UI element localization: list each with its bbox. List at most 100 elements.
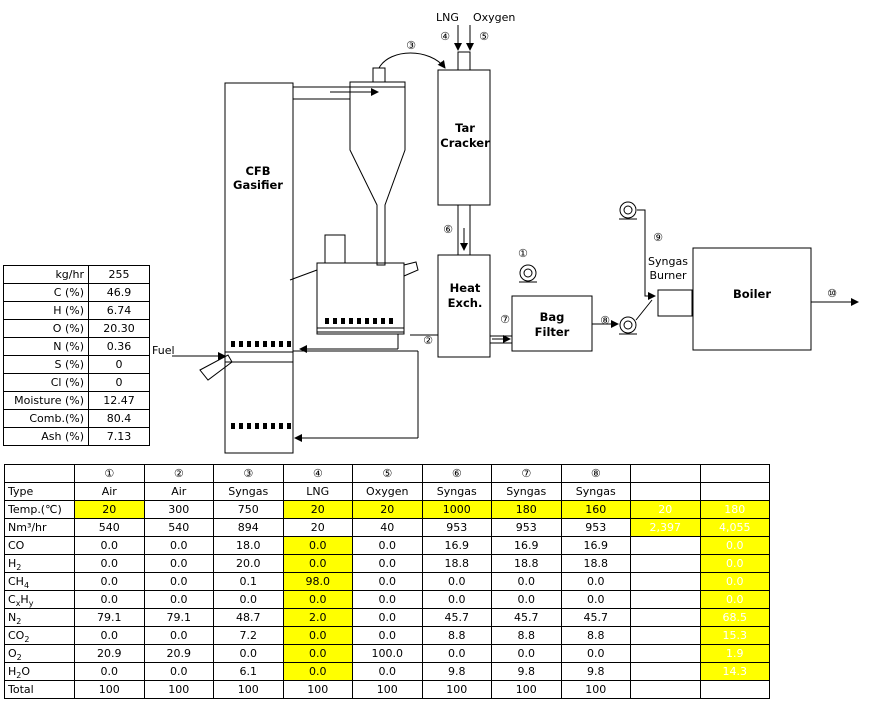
stream-value-cell: 9.8 (491, 662, 562, 681)
stream-column-header: ① (74, 464, 145, 483)
cfb-gasifier (224, 82, 294, 454)
stream-value-cell: 300 (143, 500, 214, 519)
stream-value-cell: 45.7 (421, 608, 492, 627)
heat-exchanger (437, 254, 491, 358)
stream-value-cell: 0.0 (560, 644, 631, 663)
stream-column-header: ⑥ (421, 464, 492, 483)
stream-row-label: CO (4, 536, 75, 555)
boiler (692, 247, 812, 351)
fuel-property-value: 80.4 (88, 409, 150, 428)
stream-value-cell: 16.9 (560, 536, 631, 555)
fuel-property-label: Moisture (%) (3, 391, 89, 410)
stream-value-cell (630, 662, 701, 681)
stream-value-cell: 180 (491, 500, 562, 519)
stream-value-cell (630, 626, 701, 645)
stream-value-cell: 8.8 (491, 626, 562, 645)
stream-row-label: H2 (4, 554, 75, 573)
bag-filter-label-2: Filter (535, 325, 570, 339)
stream-value-cell: 160 (560, 500, 631, 519)
oxygen-label: Oxygen (473, 11, 515, 24)
fuel-table-row: O (%)20.30 (3, 319, 150, 338)
fuel-property-label: N (%) (3, 337, 89, 356)
stream-column-header: ⑤ (352, 464, 423, 483)
stream-value-cell: Air (74, 482, 145, 501)
stream-value-cell: 0.0 (282, 590, 353, 609)
stream-row-label: Total (4, 680, 75, 699)
stream-value-cell: 9.8 (421, 662, 492, 681)
stream-value-cell (630, 482, 701, 501)
stream-value-cell: 45.7 (560, 608, 631, 627)
stream-value-cell: 0.0 (560, 572, 631, 591)
stream-value-cell: 100 (491, 680, 562, 699)
syngas-burner-label-2: Burner (649, 269, 687, 282)
stream-value-cell: 0.0 (213, 590, 284, 609)
stream-value-cell: 2.0 (282, 608, 353, 627)
stream-value-cell: 9.8 (560, 662, 631, 681)
fan-icon (619, 316, 637, 334)
fuel-property-value: 7.13 (88, 427, 150, 446)
stream-value-cell: 15.3 (699, 626, 770, 645)
stream-value-cell: 18.8 (491, 554, 562, 573)
stream-value-cell: 45.7 (491, 608, 562, 627)
stream-value-cell: 1.9 (699, 644, 770, 663)
stream-value-cell: 0.0 (491, 590, 562, 609)
stream-value-cell: 0.0 (143, 626, 214, 645)
fuel-table-row: Cl (%)0 (3, 373, 150, 392)
stream-value-cell: Oxygen (352, 482, 423, 501)
stream-value-cell: 20 (352, 500, 423, 519)
cfb-label-1: CFB (245, 164, 270, 178)
heat-exch-label-2: Exch. (448, 296, 483, 310)
stream-value-cell: 0.0 (560, 590, 631, 609)
fuel-property-label: Comb.(%) (3, 409, 89, 428)
fuel-table-row: H (%)6.74 (3, 301, 150, 320)
stream-value-cell: 0.0 (282, 644, 353, 663)
stream-value-cell: 0.0 (143, 590, 214, 609)
stream-value-cell: 100 (421, 680, 492, 699)
stream-value-cell: 0.0 (143, 554, 214, 573)
stream-value-cell: 0.0 (74, 536, 145, 555)
stream-value-cell: 8.8 (421, 626, 492, 645)
fuel-property-label: kg/hr (3, 265, 89, 284)
fuel-table-row: Moisture (%)12.47 (3, 391, 150, 410)
stream-value-cell: 0.0 (699, 590, 770, 609)
stream-value-cell: 0.0 (74, 572, 145, 591)
stream-value-cell: 0.0 (352, 536, 423, 555)
stream-value-cell: 0.0 (352, 626, 423, 645)
fuel-property-value: 0 (88, 373, 150, 392)
stream-value-cell: 79.1 (74, 608, 145, 627)
stream-value-cell: 0.0 (421, 572, 492, 591)
stream-value-cell (699, 680, 770, 699)
stream-row-label: CH4 (4, 572, 75, 591)
stream-value-cell (630, 536, 701, 555)
stream-marker: ⑩ (827, 287, 837, 300)
stream-value-cell: 894 (213, 518, 284, 537)
stream-value-cell: 0.0 (352, 572, 423, 591)
stream-value-cell: 79.1 (143, 608, 214, 627)
stream-row-label: O2 (4, 644, 75, 663)
stream-column-header: ④ (282, 464, 353, 483)
stream-value-cell (630, 608, 701, 627)
stream-row-label: Temp.(℃) (4, 500, 75, 519)
stream-value-cell: 540 (74, 518, 145, 537)
fuel-feeder (199, 354, 233, 381)
stream-marker: ⑥ (443, 223, 453, 236)
fuel-property-label: Ash (%) (3, 427, 89, 446)
stream-value-cell: 0.0 (352, 608, 423, 627)
stream-value-cell (630, 680, 701, 699)
fuel-property-value: 255 (88, 265, 150, 284)
grate-icon (231, 318, 396, 429)
syngas-burner (657, 289, 693, 317)
process-flow-diagram: LNG Oxygen CFB Gasifier Tar Cracker Heat… (152, 11, 859, 454)
stream-value-cell: 20.9 (143, 644, 214, 663)
cfb-label-2: Gasifier (233, 178, 283, 192)
stream-value-cell: 98.0 (282, 572, 353, 591)
